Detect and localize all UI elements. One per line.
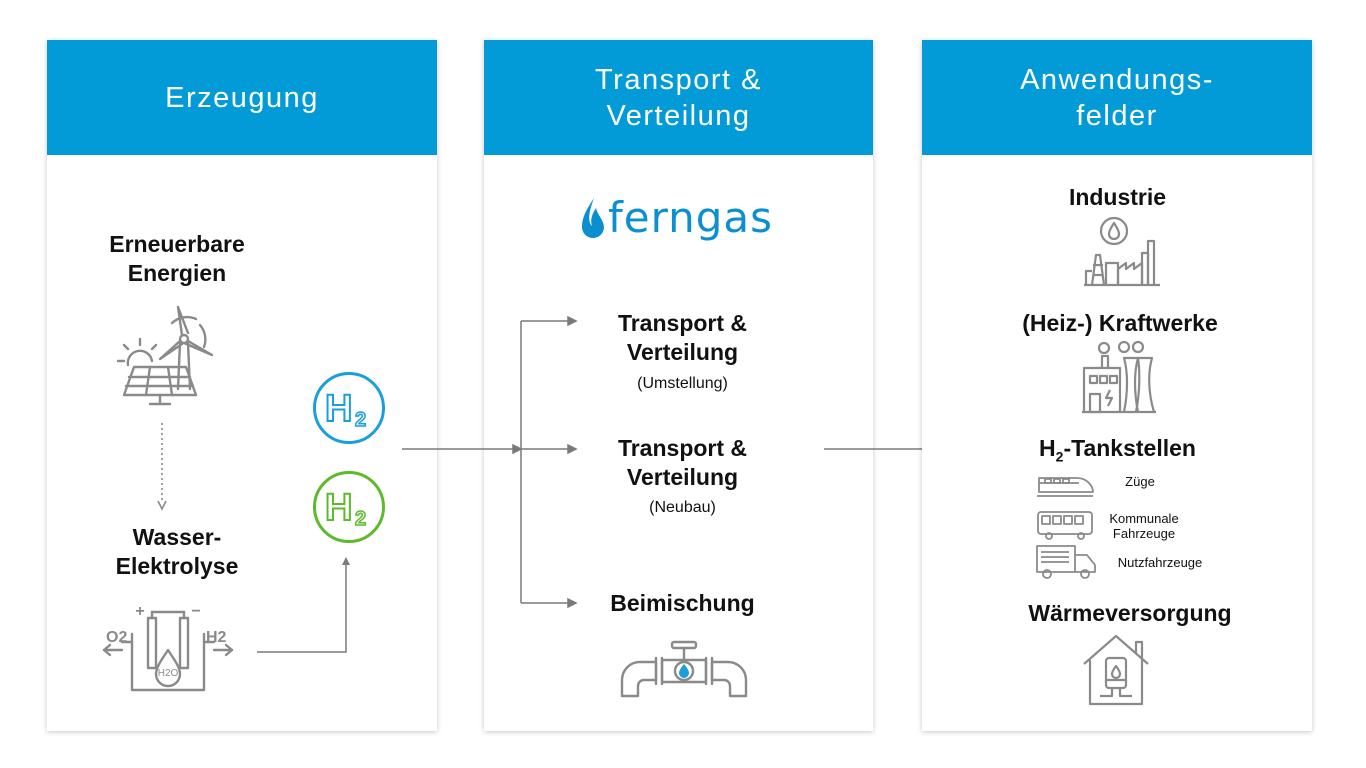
transport-new-subtitle: (Neubau) [649,499,716,516]
electrode-minus-label: − [191,603,200,620]
header-transport-title: Transport & Verteilung [595,63,762,132]
panel-transport: Transport & Verteilung [484,40,873,731]
h2-badge-green: H 2 [313,471,385,543]
flame-icon [581,198,604,239]
transport-conversion-subtitle: (Umstellung) [637,375,728,392]
svg-text:H: H [325,388,352,428]
fueling-stations-label: H2-Tankstellen [1039,435,1196,465]
svg-text:2: 2 [355,409,366,428]
blending-title: Beimischung [610,590,755,616]
electrolysis-label: Wasser- Elektrolyse [115,524,239,579]
transport-conversion-title: Transport & Verteilung [617,310,748,365]
transport-new-title: Transport & Verteilung [617,435,748,490]
power-plants-label: (Heiz-) Kraftwerke [1022,310,1218,336]
ferngas-logo: ferngas [578,196,773,240]
panel-header-transport: Transport & Verteilung [484,40,873,155]
arrow-electrolysis-to-h2 [257,557,350,653]
renewables-label: Erneuerbare Energien [109,231,245,286]
power-plant-icon [1082,340,1156,414]
truck-icon [1036,545,1096,579]
electrode-plus-label: + [135,603,144,620]
industry-label: Industrie [1068,184,1167,210]
bus-icon [1037,511,1093,540]
heating-house-icon [1083,634,1149,706]
industry-icon [1084,216,1160,287]
water-label: H2O [158,668,179,679]
heat-supply-label: Wärmeversorgung [1028,600,1232,626]
ferngas-logo-text: ferngas [608,193,774,242]
municipal-vehicles-label: Kommunale Fahrzeuge [1109,511,1179,541]
commercial-vehicles-label: Nutzfahrzeuge [1117,555,1203,570]
panel-header-production: Erzeugung [47,40,437,155]
h2-blue-icon: H 2 [324,388,367,428]
trains-label: Züge [1125,474,1155,489]
svg-text:H: H [325,487,352,527]
panel-applications: Anwendungs- felder [922,40,1312,731]
dotted-arrow-down [157,423,167,511]
panel-header-applications: Anwendungs- felder [922,40,1312,155]
h2-green-icon: H 2 [324,487,367,527]
header-production-title: Erzeugung [165,81,319,114]
header-applications-title: Anwendungs- felder [1020,63,1214,132]
pipeline-valve-icon [620,640,748,698]
electrolysis-icon: + − O2 H2 H2O [102,603,234,692]
train-icon [1037,477,1094,497]
renewables-icon [116,305,214,406]
h2-badge-blue: H 2 [313,372,385,444]
o2-label: O2 [106,629,127,646]
h2-out-label: H2 [206,629,227,646]
svg-text:2: 2 [355,508,366,527]
